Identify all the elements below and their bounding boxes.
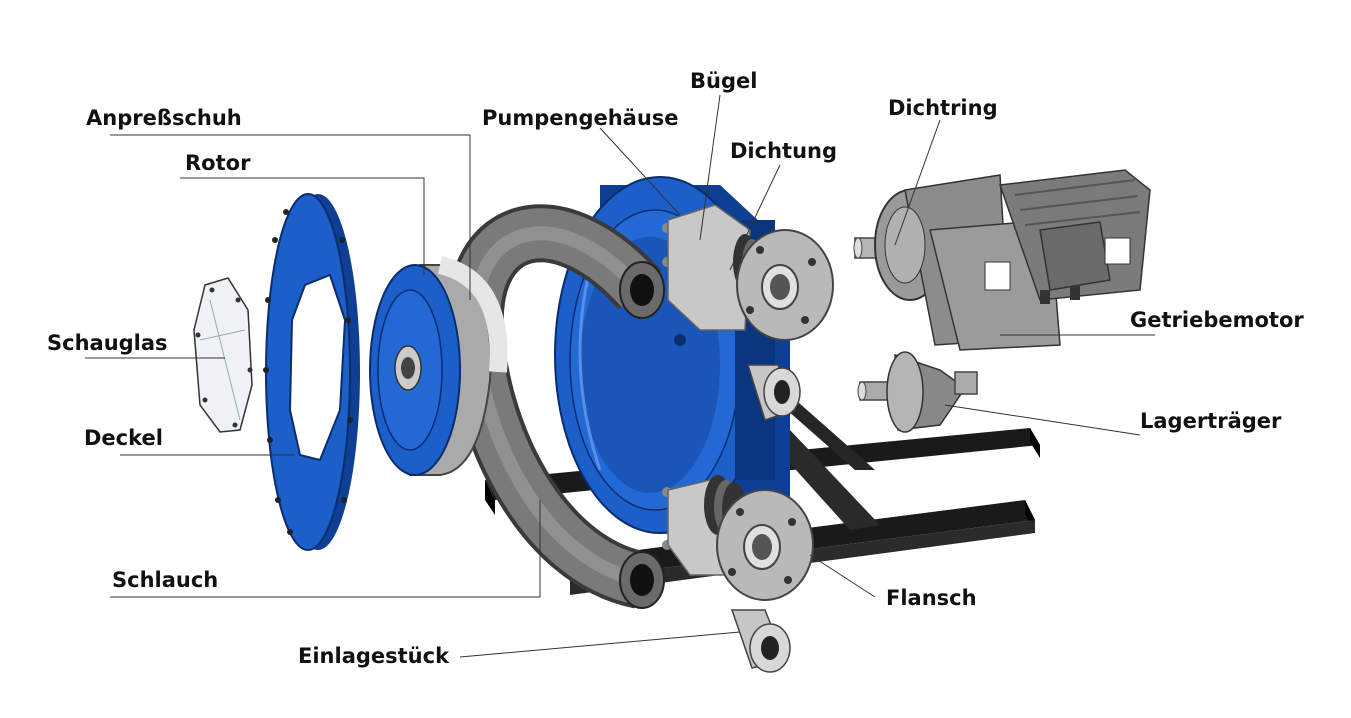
label-pumpengehaeuse: Pumpengehäuse xyxy=(482,106,679,130)
label-anpressschuh: Anpreßschuh xyxy=(86,106,242,130)
cover-plate-icon xyxy=(263,193,360,551)
label-flansch: Flansch xyxy=(886,586,977,610)
label-getriebemotor: Getriebemotor xyxy=(1130,308,1304,332)
label-schauglas: Schauglas xyxy=(47,331,168,355)
insert-sleeve-icon xyxy=(730,364,801,673)
flange-icon xyxy=(716,229,834,601)
gear-motor-icon xyxy=(853,169,1151,351)
label-rotor: Rotor xyxy=(185,151,251,175)
label-dichtring: Dichtring xyxy=(888,96,998,120)
label-deckel: Deckel xyxy=(84,426,163,450)
label-einlagestueck: Einlagestück xyxy=(298,644,450,668)
glass-window-icon xyxy=(193,277,253,433)
label-schlauch: Schlauch xyxy=(112,568,218,592)
leader-lines xyxy=(85,94,1155,658)
labels: Anpreßschuh Rotor Schauglas Deckel Schla… xyxy=(47,69,1304,668)
bearing-support-icon xyxy=(857,351,978,433)
label-buegel: Bügel xyxy=(690,69,757,93)
label-dichtung: Dichtung xyxy=(730,139,837,163)
rotor-icon xyxy=(369,256,508,476)
label-lagertraeger: Lagerträger xyxy=(1140,409,1282,433)
